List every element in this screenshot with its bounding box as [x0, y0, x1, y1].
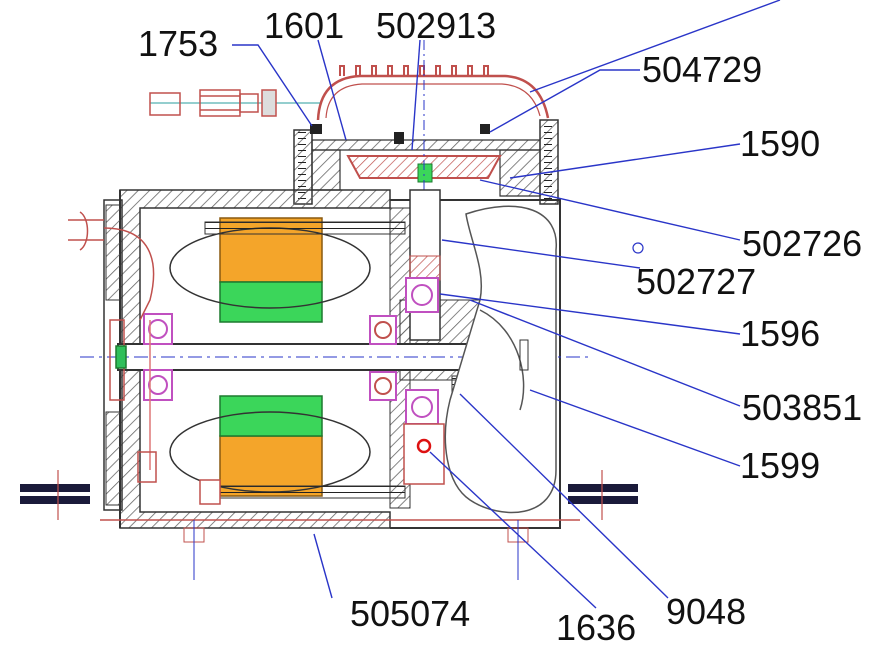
- leader-1590: [509, 143, 741, 179]
- callout-1599: 1599: [740, 445, 821, 486]
- large-gear: [346, 40, 502, 310]
- callout-1596: 1596: [740, 313, 821, 354]
- cable-connector: [149, 89, 320, 117]
- callout-505074: 505074: [350, 593, 471, 634]
- mounting-feet: [20, 470, 638, 580]
- leader-505074: [313, 533, 333, 599]
- callout-1601: 1601: [264, 5, 345, 46]
- callout-502913: 502913: [376, 5, 497, 46]
- top-cover: [316, 65, 550, 121]
- leader-502913: [411, 39, 421, 151]
- callout-9048: 9048: [666, 591, 747, 632]
- leader-504729: [489, 69, 640, 133]
- leader-1596: [439, 293, 741, 335]
- bearings: [143, 277, 439, 425]
- leader-9048: [459, 393, 669, 599]
- leader-503851: [469, 299, 741, 407]
- leader-1601: [317, 39, 347, 141]
- callout-1636: 1636: [556, 607, 637, 648]
- leader-1753: [232, 44, 313, 127]
- leader-lines: [232, 0, 781, 609]
- callout-502727: 502727: [636, 261, 757, 302]
- motor-shaft: [80, 189, 590, 371]
- leader-1599: [529, 389, 741, 467]
- gear-housing: [293, 119, 559, 205]
- callout-504729: 504729: [642, 49, 763, 90]
- callout-502726: 502726: [742, 223, 863, 264]
- leader-top-cover: [529, 0, 781, 93]
- stator-coils: [169, 217, 406, 499]
- leader-502726: [479, 179, 741, 241]
- fan-blade: [444, 205, 644, 514]
- callout-1753: 1753: [138, 23, 219, 64]
- leader-502727: [441, 239, 641, 269]
- callout-1590: 1590: [740, 123, 821, 164]
- left-terminals: [68, 211, 221, 505]
- callout-503851: 503851: [742, 387, 863, 428]
- leader-1636: [429, 451, 597, 609]
